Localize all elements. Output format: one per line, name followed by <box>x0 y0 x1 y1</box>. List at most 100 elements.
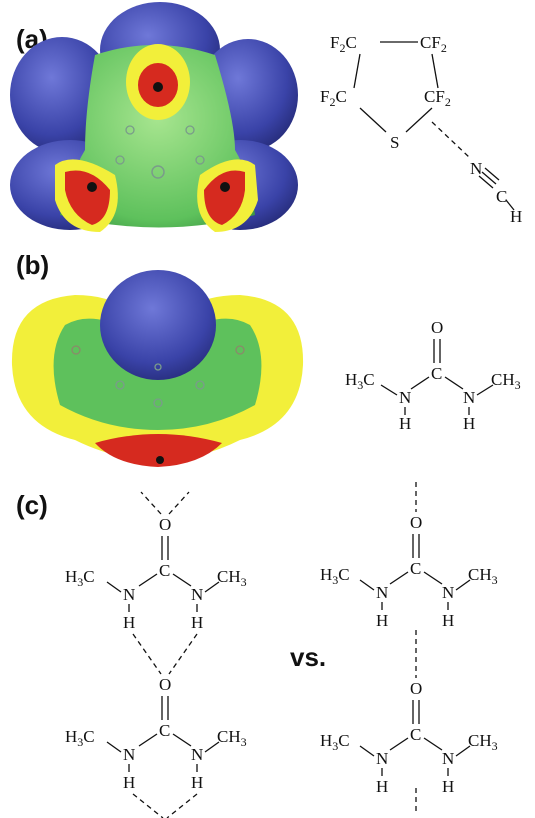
panel-label-c: (c) <box>16 490 48 520</box>
bond <box>478 175 494 189</box>
esp-surface-a <box>10 2 298 232</box>
atom-label: CF2 <box>420 33 447 55</box>
structure-c-dimer: O C N N H3C CH3 H H O C N N H3C CH3 H H <box>65 491 247 818</box>
esp-atom-ghost <box>185 125 195 135</box>
bond <box>204 581 220 593</box>
atom-label: H3C <box>320 565 350 587</box>
esp-atom-dot <box>87 182 97 192</box>
atom-label: H <box>510 207 522 226</box>
atom-label: C <box>410 725 421 744</box>
esp-atom-ghost <box>151 165 165 179</box>
esp-atom-ghost <box>235 345 245 355</box>
bond <box>172 573 192 587</box>
atom-label: CF2 <box>424 87 451 109</box>
bond <box>455 579 471 591</box>
atom-label: F2C <box>330 33 357 55</box>
esp-atom-ghost <box>195 380 205 390</box>
bond <box>389 737 409 751</box>
h-bond <box>166 793 198 818</box>
bond <box>359 745 375 757</box>
atom-label: N <box>442 749 454 768</box>
bond <box>423 737 443 751</box>
atom-label: F2C <box>320 87 347 109</box>
atom-label: H <box>123 613 135 632</box>
atom-label: C <box>410 559 421 578</box>
atom-label: N <box>191 585 203 604</box>
panel-label-b: (b) <box>16 250 50 280</box>
bond <box>484 167 500 181</box>
esp-atom-dot <box>220 182 230 192</box>
bond <box>455 745 471 757</box>
esp-atom-dot <box>153 82 163 92</box>
esp-atom-dot <box>156 456 164 464</box>
atom-label: CH3 <box>468 565 498 587</box>
bond <box>505 199 515 211</box>
atom-label: H <box>123 773 135 792</box>
atom-label: O <box>159 515 171 534</box>
chalcogen-bond <box>431 121 471 159</box>
esp-atom-ghost <box>195 155 205 165</box>
atom-label: CH3 <box>217 567 247 589</box>
bond <box>410 376 430 390</box>
atom-label: C <box>159 721 170 740</box>
atom-label: O <box>410 679 422 698</box>
esp-atom-ghost <box>115 380 125 390</box>
bond <box>405 107 433 133</box>
bond <box>359 107 387 133</box>
atom-label: N <box>191 745 203 764</box>
atom-label: N <box>376 583 388 602</box>
atom-label: H <box>442 777 454 796</box>
esp-surface-b <box>11 270 304 467</box>
bond <box>359 579 375 591</box>
esp-red-region <box>95 434 222 467</box>
atom-label: N <box>463 388 475 407</box>
atom-label: CH3 <box>491 370 521 392</box>
structure-b: O C N N H3C CH3 H H <box>345 318 521 433</box>
atom-label: N <box>442 583 454 602</box>
bond <box>423 571 443 585</box>
atom-label: CH3 <box>217 727 247 749</box>
atom-label: H3C <box>65 567 95 589</box>
h-bond <box>132 633 162 675</box>
bond <box>431 53 439 89</box>
atom-label: H3C <box>345 370 375 392</box>
atom-label: N <box>376 749 388 768</box>
vs-label: vs. <box>290 642 327 672</box>
esp-atom-ghost <box>71 345 81 355</box>
atom-label: H3C <box>65 727 95 749</box>
bond <box>138 733 158 747</box>
atom-label: N <box>123 745 135 764</box>
atom-label: O <box>159 675 171 694</box>
bond <box>481 171 497 185</box>
atom-label: C <box>496 187 507 206</box>
atom-label: H <box>376 777 388 796</box>
atom-label: N <box>123 585 135 604</box>
atom-label: O <box>431 318 443 337</box>
atom-label: H <box>442 611 454 630</box>
atom-label: O <box>410 513 422 532</box>
atom-label: CH3 <box>468 731 498 753</box>
h-bond <box>140 491 162 515</box>
h-bond <box>132 793 164 818</box>
h-bond <box>168 633 198 675</box>
esp-atom-ghost <box>115 155 125 165</box>
atom-label: H <box>191 773 203 792</box>
bond <box>106 581 122 593</box>
bond <box>380 384 398 396</box>
atom-label: N <box>470 159 482 178</box>
atom-label: S <box>390 133 399 152</box>
atom-label: H <box>376 611 388 630</box>
esp-lobe <box>100 270 216 380</box>
bond <box>353 53 361 89</box>
h-bond <box>168 491 190 515</box>
bond <box>389 571 409 585</box>
esp-atom-ghost <box>153 398 163 408</box>
atom-label: C <box>159 561 170 580</box>
esp-red-spot <box>204 170 245 225</box>
esp-atom-ghost <box>125 125 135 135</box>
esp-red-spot <box>65 170 110 225</box>
atom-label: H3C <box>320 731 350 753</box>
atom-label: C <box>431 364 442 383</box>
atom-label: H <box>463 414 475 433</box>
bond <box>138 573 158 587</box>
